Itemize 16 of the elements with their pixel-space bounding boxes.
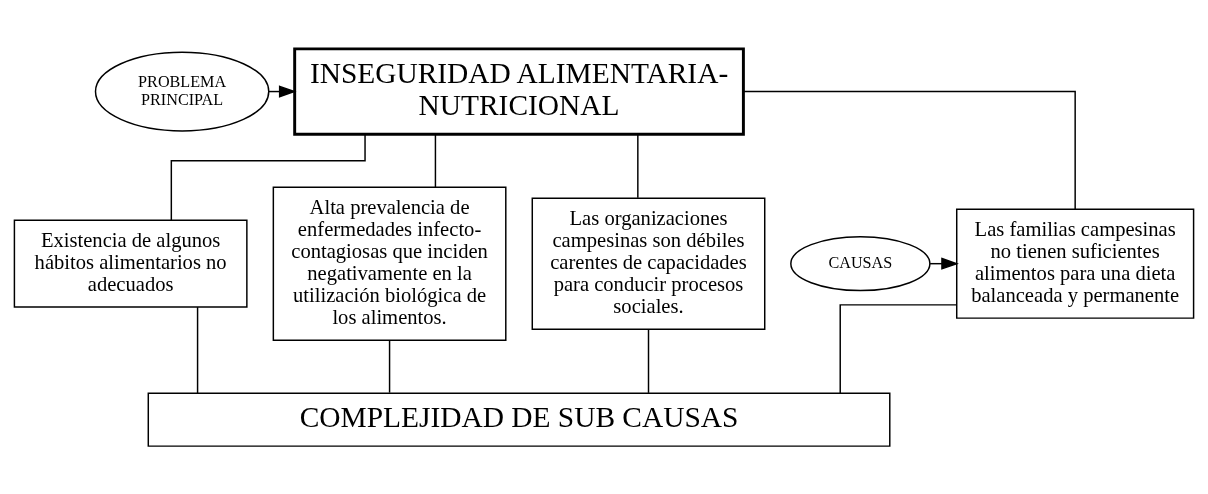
connector: [637, 133, 639, 199]
connector: [170, 133, 366, 221]
connector: [434, 133, 437, 188]
node-ellipse: PROBLEMA PRINCIPAL: [94, 50, 270, 132]
node-box: Las familias campesinas no tienen suficientes alimentos para una dieta balanceada y permanente: [956, 208, 1195, 319]
node-box: INSEGURIDAD ALIMENTARIA- NUTRICIONAL: [293, 46, 745, 136]
node-box: Existencia de algunos hábitos alimentarios no adecuados: [13, 219, 248, 308]
connector: [647, 328, 650, 394]
node-box: Las organizaciones campesinas son débiles carentes de capacidades para conducir procesos sociales.: [531, 196, 766, 330]
node-box: COMPLEJIDAD DE SUB CAUSAS: [147, 391, 891, 447]
connector: [388, 339, 391, 393]
node-box: Alta prevalencia de enfermedades infecto- contagiosas que inciden negativamente en la utilización biológica de los alimentos.: [272, 185, 507, 341]
connector: [196, 305, 199, 394]
connector: [742, 90, 1076, 210]
connector: [839, 303, 958, 394]
node-ellipse: CAUSAS: [790, 235, 931, 291]
